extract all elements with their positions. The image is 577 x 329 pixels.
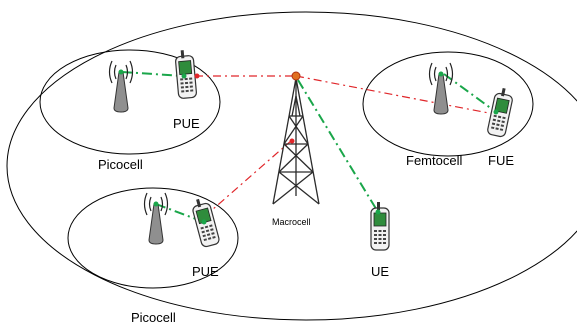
- femtocell-coverage: [362, 51, 534, 157]
- picocell-bottom-label: Picocell: [131, 310, 176, 325]
- access-point-icon: [428, 62, 454, 115]
- picocell-top-label: Picocell: [98, 157, 143, 172]
- serving-link-pico-top: [121, 71, 185, 77]
- pue-bottom-label: PUE: [192, 264, 219, 279]
- picocell-bottom-coverage: [67, 187, 239, 289]
- phone-icon: [486, 86, 516, 139]
- access-point-icon: [143, 192, 169, 245]
- interference-link-macro-fue: [295, 75, 495, 115]
- macrocell-coverage: [6, 11, 577, 321]
- pue-top-label: PUE: [173, 116, 200, 131]
- fue-label: FUE: [488, 153, 514, 168]
- femtocell-label: Femtocell: [406, 153, 462, 168]
- ue-label: UE: [371, 264, 389, 279]
- serving-link-macro-ue: [297, 79, 379, 213]
- access-point-icon: [108, 60, 134, 113]
- tower-icon: [272, 77, 320, 205]
- macrocell-antenna: [291, 71, 301, 81]
- macrocell-label: Macrocell: [272, 217, 311, 227]
- phone-icon: [174, 48, 198, 100]
- interference-link-macro-pue-bottom: [211, 139, 293, 211]
- picocell-top-coverage: [39, 49, 221, 155]
- phone-icon: [370, 201, 390, 251]
